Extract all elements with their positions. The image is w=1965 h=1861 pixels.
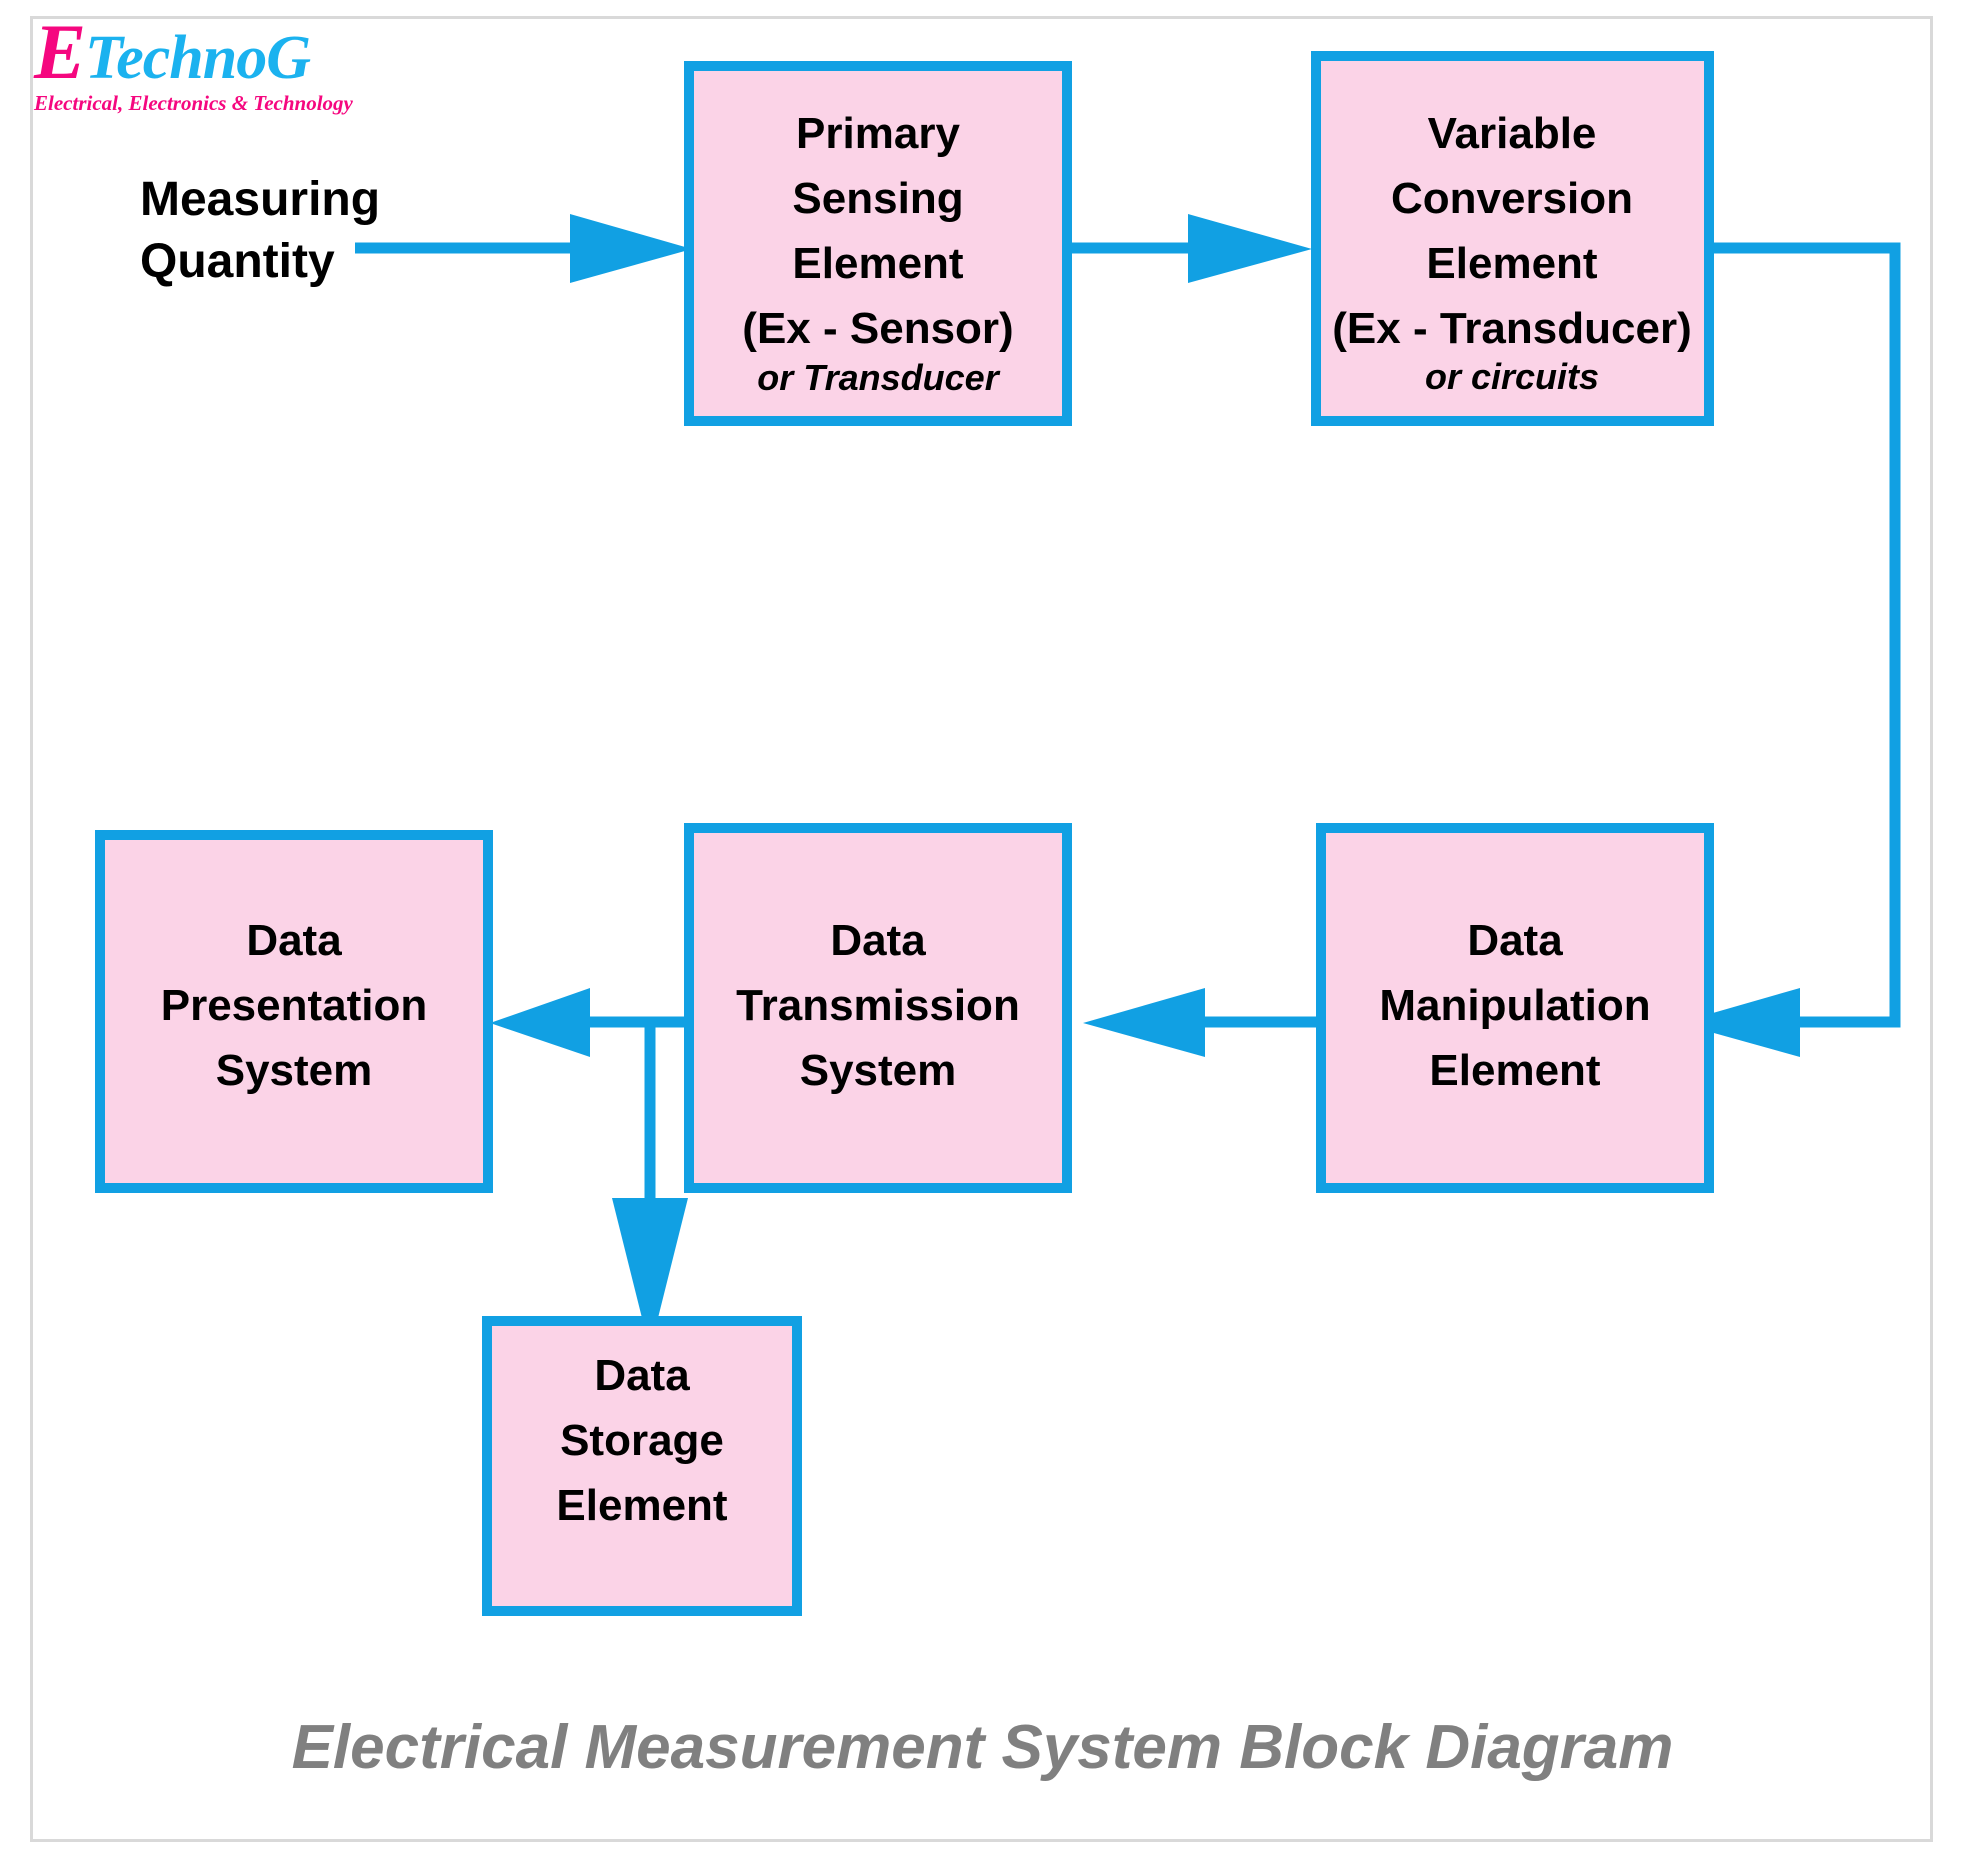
block-rect	[95, 830, 493, 1193]
block-data-transmission-system[interactable]: Data Transmission System	[684, 823, 1072, 1193]
arrow-head-icon	[1083, 988, 1205, 1057]
logo-brand-text: TechnoG	[85, 24, 311, 92]
connector-manipulation-to-transmission	[1083, 988, 1321, 1057]
arrow-head-icon	[1188, 214, 1312, 283]
arrow-head-icon	[1678, 988, 1800, 1057]
input-label-line2: Quantity	[140, 235, 335, 288]
block-line-2: Sensing	[792, 174, 963, 223]
measuring-quantity-label: Measuring Quantity	[140, 173, 380, 288]
block-line-2: Conversion	[1391, 174, 1633, 223]
arrow-head-icon	[570, 214, 692, 283]
block-line-1: Data	[594, 1351, 690, 1400]
block-primary-sensing-element[interactable]: Primary Sensing Element (Ex - Sensor) or…	[684, 61, 1072, 426]
arrow-head-icon	[490, 988, 590, 1057]
block-data-storage-element[interactable]: Data Storage Element	[482, 1316, 802, 1616]
block-line-2: Storage	[560, 1416, 724, 1465]
block-line-2: Transmission	[736, 981, 1020, 1030]
block-line-3: System	[800, 1046, 957, 1095]
block-line-2: Presentation	[161, 981, 428, 1030]
block-variable-conversion-element[interactable]: Variable Conversion Element (Ex - Transd…	[1311, 51, 1714, 426]
block-line-3: Element	[1429, 1046, 1601, 1095]
logo-wordmark: ETechnoG	[34, 13, 464, 92]
block-rect	[684, 61, 1072, 426]
block-line-1: Data	[246, 916, 342, 965]
block-line-4: (Ex - Sensor)	[742, 304, 1013, 353]
block-data-presentation-system[interactable]: Data Presentation System	[95, 830, 493, 1193]
connector-primary-to-variable	[1067, 214, 1312, 283]
connector-transmission-to-presentation	[490, 988, 689, 1057]
connector-variable-to-manipulation	[1678, 242, 1901, 1057]
logo-initial-letter: E	[34, 8, 86, 95]
logo-tagline: Electrical, Electronics & Technology	[34, 91, 353, 115]
block-rect	[482, 1316, 802, 1616]
connector-transmission-to-storage	[612, 1022, 688, 1350]
block-subline: or circuits	[1425, 356, 1599, 397]
arrow-head-icon	[612, 1198, 688, 1350]
diagram-caption: Electrical Measurement System Block Diag…	[291, 1713, 1674, 1782]
input-label-line1: Measuring	[140, 173, 380, 226]
block-line-3: System	[216, 1046, 373, 1095]
block-line-3: Element	[792, 239, 964, 288]
block-rect	[684, 823, 1072, 1193]
etechnog-logo: ETechnoG Electrical, Electronics & Techn…	[34, 13, 464, 116]
connector-input-to-primary	[355, 214, 692, 283]
block-rect	[1316, 823, 1714, 1193]
block-line-1: Data	[1467, 916, 1563, 965]
block-line-3: Element	[556, 1481, 728, 1530]
block-line-1: Primary	[796, 109, 960, 158]
block-line-1: Variable	[1428, 109, 1597, 158]
block-rect	[1311, 51, 1714, 426]
block-subline: or Transducer	[757, 357, 1000, 398]
block-data-manipulation-element[interactable]: Data Manipulation Element	[1316, 823, 1714, 1193]
block-line-1: Data	[830, 916, 926, 965]
block-line-2: Manipulation	[1379, 981, 1650, 1030]
block-line-4: (Ex - Transducer)	[1332, 304, 1691, 353]
block-line-3: Element	[1426, 239, 1598, 288]
